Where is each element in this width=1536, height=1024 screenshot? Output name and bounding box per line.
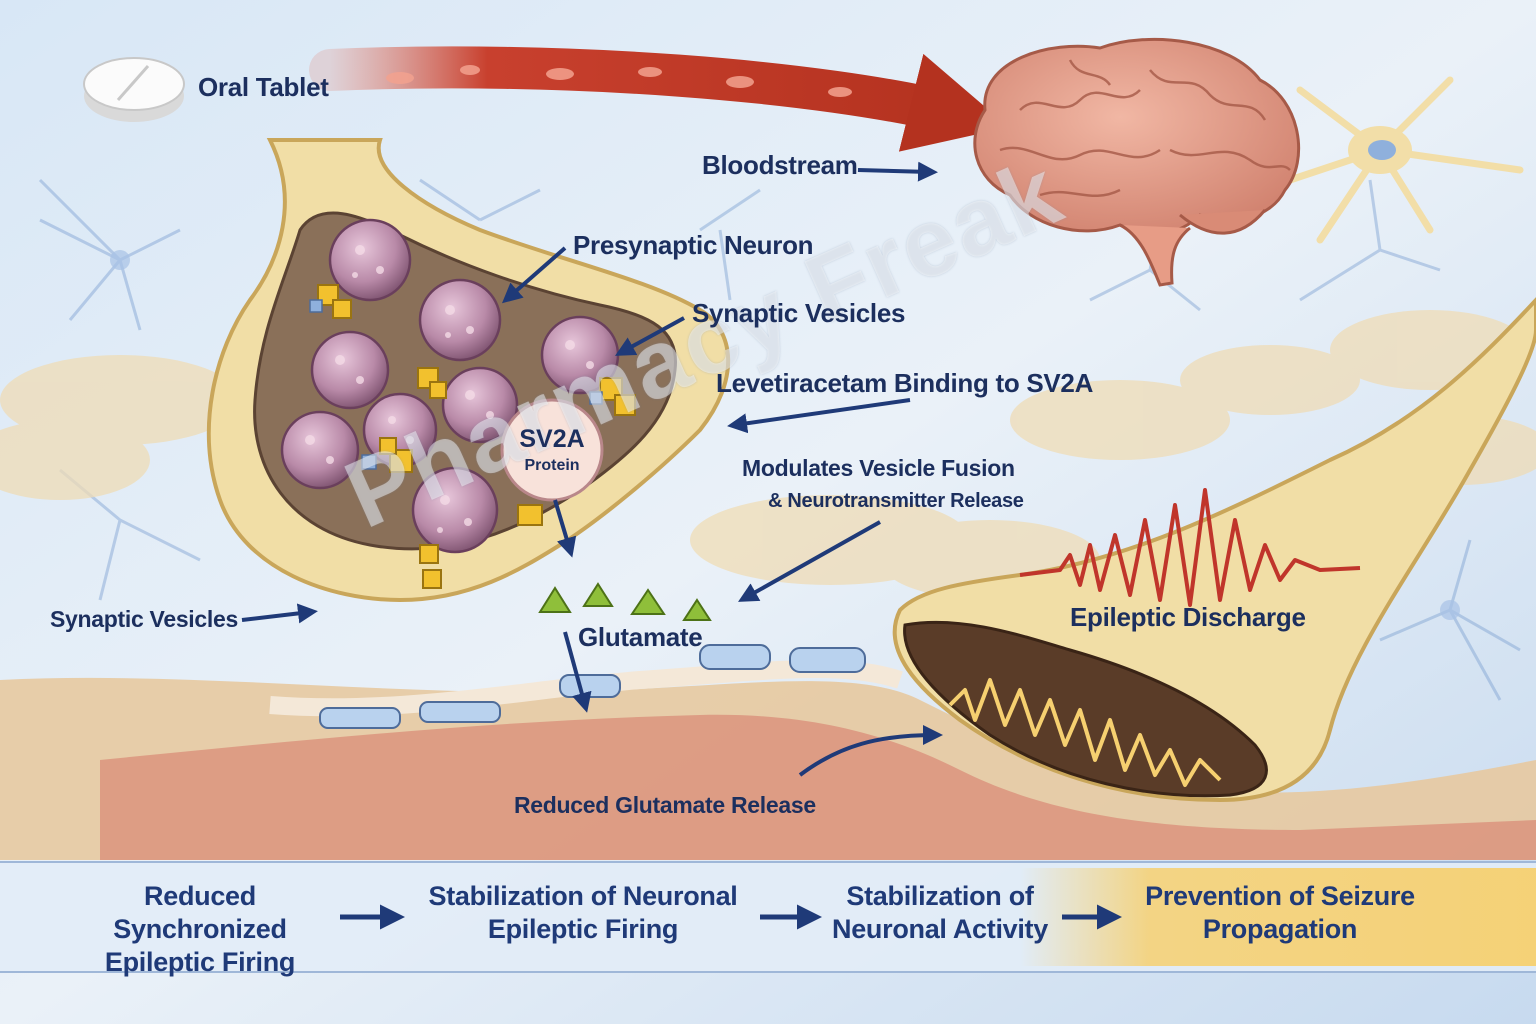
levetiracetam-molecules [317,284,636,589]
neurotransmitter-label: & Neurotransmitter Release [768,490,1024,512]
modulates-label: Modulates Vesicle Fusion [742,455,1015,481]
postsynaptic-interior [903,620,1268,798]
epileptic-discharge-label: Epileptic Discharge [1070,602,1306,632]
flow-step-3-line1: Stabilization of [846,881,1034,911]
presynaptic-neuron-label: Presynaptic Neuron [573,230,814,260]
flow-step-2-line1: Stabilization of Neuronal [428,881,738,911]
glutamate-label: Glutamate [578,622,703,652]
reduced-glutamate-label: Reduced Glutamate Release [514,792,816,818]
synaptic-vesicles-top-label: Synaptic Vesicles [692,298,906,328]
flow-step-1-line1: Reduced Synchronized [113,881,287,944]
star-neuron [1286,76,1524,244]
synaptic-vesicles-left-label: Synaptic Vesicles [50,606,238,632]
binding-label: Levetiracetam Binding to SV2A [716,368,1094,398]
blood-vessel [309,46,1009,152]
oral-tablet-label: Oral Tablet [198,72,329,102]
flow-step-3-line2: Neuronal Activity [832,913,1048,944]
label-arrows [241,161,943,777]
brain [973,37,1301,287]
flow-step-2-line2: Epileptic Firing [487,913,679,944]
flow-step-4-line2: Propagation [1202,913,1358,944]
flow-step-1-line2: Epileptic Firing [104,946,296,977]
flow-step-1: Reduced Synchronized Epileptic Firing [60,880,340,979]
sv2a-label: SV2A [519,425,585,453]
receptors [319,644,866,729]
flow-step-4: Prevention of Seizure Propagation [1120,880,1440,946]
flow-step-3: Stabilization of Neuronal Activity [822,880,1058,946]
flow-step-2: Stabilization of Neuronal Epileptic Firi… [408,880,758,946]
sv2a-protein [500,398,604,502]
epileptic-discharge-wave [1019,488,1361,607]
protein-label: Protein [524,457,580,474]
tissue-clouds [0,310,1536,600]
glutamate-molecules [538,582,712,621]
tablet-pill [83,57,185,122]
inner-discharge-wave [948,678,1222,787]
flow-step-4-line1: Prevention of Seizure [1145,881,1415,911]
bloodstream-label: Bloodstream [702,150,858,180]
